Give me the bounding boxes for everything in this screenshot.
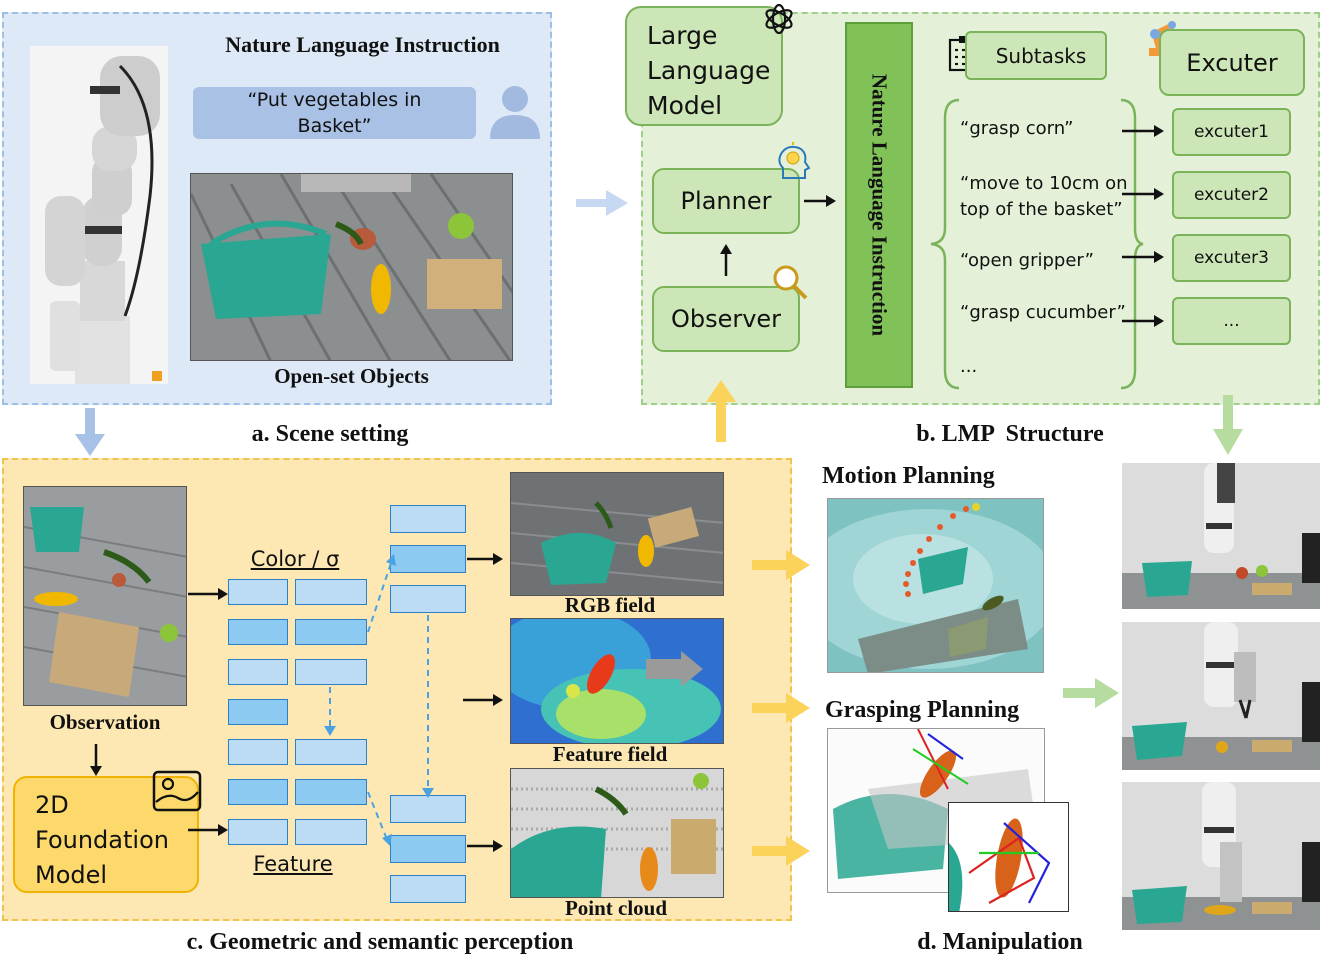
mlp-to-feature-arrow [463, 694, 503, 706]
mlp-node [390, 505, 466, 533]
observer-box: Observer [652, 286, 800, 352]
excuter-label: Excuter [1186, 48, 1278, 77]
vertical-instruction-label: Nature Language Instruction [867, 73, 892, 337]
color-sigma-label: Color / σ [250, 547, 340, 571]
subtask-item: “grasp corn” [960, 118, 1074, 139]
rgb-field-label: RGB field [564, 593, 656, 617]
observer-label: Observer [670, 305, 782, 333]
point-cloud-label: Point cloud [564, 896, 668, 920]
a-to-b-arrow [576, 190, 628, 216]
mlp-node [390, 585, 466, 613]
excuter-box-2: excuter2 [1172, 171, 1291, 219]
subtask-item: ... [960, 356, 978, 377]
observation-label: Observation [49, 710, 161, 734]
foundation-model-box: 2D Foundation Model [13, 776, 199, 893]
subtask-braces [930, 98, 1144, 390]
point-cloud-image [510, 768, 724, 898]
rgb-field-image [510, 472, 724, 596]
mlp-node [228, 619, 288, 645]
magnifier-icon [773, 265, 808, 300]
motion-planning-label: Motion Planning [822, 463, 995, 489]
execution-photo-2 [1122, 622, 1320, 770]
mlp-node [390, 875, 466, 903]
mlp-node [295, 779, 367, 805]
mlp-node [295, 619, 367, 645]
mlp-node [390, 795, 466, 823]
user-icon [490, 86, 540, 139]
b-to-d-arrow [1213, 395, 1243, 455]
mlp-node [228, 659, 288, 685]
mlp-node [295, 739, 367, 765]
obs-to-foundation-arrow [90, 744, 102, 776]
image-icon [152, 770, 202, 812]
excuter-box-4: ... [1172, 297, 1291, 345]
objects-caption: Open-set Objects [274, 364, 429, 388]
planner-label: Planner [680, 187, 772, 215]
observer-to-planner-arrow [720, 244, 732, 276]
mlp-node [295, 659, 367, 685]
rgb-to-motion-arrow [752, 550, 810, 580]
nature-language-instruction-bar: Nature Language Instruction [845, 22, 913, 388]
llm-label: Large Language Model [647, 21, 771, 120]
llm-box: Large Language Model [625, 6, 783, 126]
planner-to-instruction-arrow [804, 195, 836, 207]
instruction-quote: “Put vegetables in Basket” [247, 89, 422, 137]
robot-arm-photo [30, 46, 168, 384]
feature-field-label: Feature field [552, 742, 668, 766]
obs-to-mlp-arrow [188, 588, 228, 600]
feature-field-image [510, 618, 724, 744]
mlp-node [228, 579, 288, 605]
motion-planning-image [827, 498, 1044, 673]
subtask-item: “grasp cucumber” [960, 302, 1126, 323]
caption-a: a. Scene setting [251, 421, 409, 447]
mlp-node [390, 545, 466, 573]
mlp-node [228, 779, 288, 805]
mlp-node [295, 579, 367, 605]
observation-photo [23, 486, 187, 706]
mlp-dashed-connectors [324, 554, 434, 846]
grasp-zoom-image [948, 802, 1069, 912]
mlp-node [228, 739, 288, 765]
foundation-label: 2D Foundation Model [35, 791, 169, 889]
c-to-b-arrow [706, 380, 736, 442]
caption-d: d. Manipulation [917, 929, 1083, 955]
subtasks-header-box: Subtasks [965, 31, 1107, 80]
subtasks-label: Subtasks [995, 43, 1087, 68]
feature-label: Feature [253, 852, 333, 876]
instruction-bubble: “Put vegetables in Basket” [193, 87, 476, 139]
brain-idea-icon [778, 142, 811, 179]
excuter-header-box: Excuter [1159, 29, 1305, 96]
caption-c: c. Geometric and semantic perception [186, 929, 574, 955]
caption-b: b. LMP Structure [916, 421, 1104, 447]
mlp-node [228, 699, 288, 725]
excuter-item: ... [1223, 311, 1240, 331]
excuter-item: excuter3 [1194, 248, 1269, 268]
feature-to-grasp-arrow [752, 693, 810, 723]
pointcloud-to-grasp-arrow [752, 836, 810, 866]
subtask-arrows [1122, 125, 1164, 327]
mlp-to-rgb-arrow [467, 553, 503, 565]
mlp-to-pointcloud-arrow [467, 840, 503, 852]
instruction-title: Nature Language Instruction [225, 32, 500, 57]
mlp-node [228, 819, 288, 845]
execution-photo-3 [1122, 782, 1320, 930]
subtask-item: “open gripper” [960, 250, 1094, 271]
objects-photo [190, 173, 513, 361]
mlp-node [295, 819, 367, 845]
a-to-c-arrow [75, 408, 105, 456]
excuter-item: excuter2 [1194, 185, 1269, 205]
excuter-item: excuter1 [1194, 122, 1269, 142]
excuter-box-1: excuter1 [1172, 108, 1291, 156]
excuter-box-3: excuter3 [1172, 234, 1291, 282]
execution-photo-1 [1122, 463, 1320, 609]
planner-box: Planner [652, 168, 800, 234]
subtask-item: “move to 10cm on top of the basket” [960, 173, 1128, 220]
openai-icon [765, 3, 793, 35]
planning-to-execution-arrow [1063, 678, 1119, 708]
foundation-to-mlp-arrow [188, 824, 228, 836]
grasping-planning-label: Grasping Planning [825, 697, 1020, 723]
mlp-node [390, 835, 466, 863]
